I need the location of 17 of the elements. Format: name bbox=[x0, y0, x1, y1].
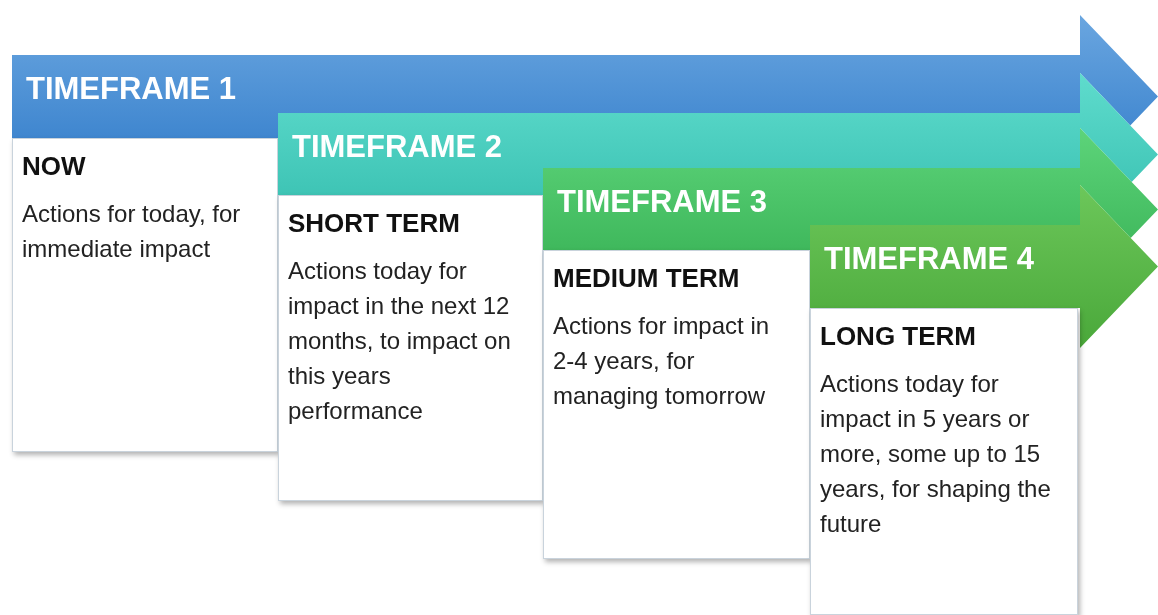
description-text: Actions today for impact in the next 12 months, to impact on this years performance bbox=[288, 256, 512, 426]
timeframe-heading: TIMEFRAME 2 bbox=[292, 129, 503, 165]
description-text: Actions today for impact in 5 years or more, some up to 15 years, for shaping the future bbox=[820, 369, 1052, 539]
timeframe-heading: TIMEFRAME 4 bbox=[824, 241, 1035, 277]
term-heading: SHORT TERM bbox=[288, 208, 461, 239]
description-text: Actions for impact in 2-4 years, for managing tomorrow bbox=[553, 311, 771, 411]
term-heading: MEDIUM TERM bbox=[553, 263, 741, 294]
text-card bbox=[12, 138, 278, 452]
description-text: Actions for today, for immediate impact bbox=[22, 199, 242, 264]
text-card bbox=[543, 250, 810, 559]
timeframe-heading: TIMEFRAME 3 bbox=[557, 184, 768, 220]
term-heading: NOW bbox=[22, 151, 87, 182]
text-card bbox=[810, 308, 1078, 615]
timeframe-heading: TIMEFRAME 1 bbox=[26, 71, 237, 107]
text-card bbox=[278, 195, 543, 501]
term-heading: LONG TERM bbox=[820, 321, 977, 352]
arrow-banner bbox=[810, 185, 1158, 348]
